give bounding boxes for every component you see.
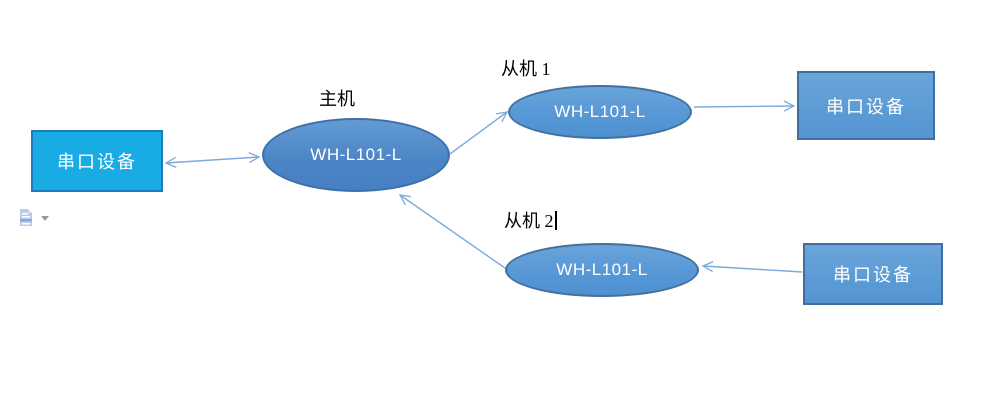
slave1-node-label: WH-L101-L (554, 102, 646, 121)
slave1-title-text[interactable]: 从机 1 (501, 59, 551, 79)
slave2-title-text[interactable]: 从机 2 (504, 210, 557, 232)
paste-options-document-icon (20, 209, 32, 226)
master-title-text[interactable]: 主机 (319, 89, 355, 109)
serial-device-left-box[interactable]: 串口设备 (31, 130, 163, 192)
slave2-node-label: WH-L101-L (556, 260, 648, 279)
slave1-node-ellipse[interactable]: WH-L101-L (508, 85, 692, 139)
chevron-down-icon[interactable] (41, 216, 49, 221)
serial-device-top-right-box[interactable]: 串口设备 (797, 71, 935, 140)
arrow-serialright2-slave2[interactable] (703, 266, 803, 273)
slave2-node-ellipse[interactable]: WH-L101-L (505, 243, 699, 297)
arrow-master-slave1[interactable] (449, 112, 507, 155)
paste-options-widget[interactable] (18, 208, 49, 227)
text-cursor (554, 211, 557, 230)
serial-device-bottom-right-label: 串口设备 (833, 265, 913, 285)
master-node-label: WH-L101-L (310, 145, 402, 164)
serial-device-bottom-right-box[interactable]: 串口设备 (803, 243, 943, 305)
serial-device-top-right-label: 串口设备 (826, 96, 906, 117)
arrow-slave2-master[interactable] (400, 195, 506, 269)
arrow-serialleft-master[interactable] (166, 157, 259, 163)
master-node-ellipse[interactable]: WH-L101-L (262, 118, 450, 192)
arrow-slave1-serialright[interactable] (693, 106, 794, 107)
serial-device-left-label: 串口设备 (57, 152, 137, 172)
